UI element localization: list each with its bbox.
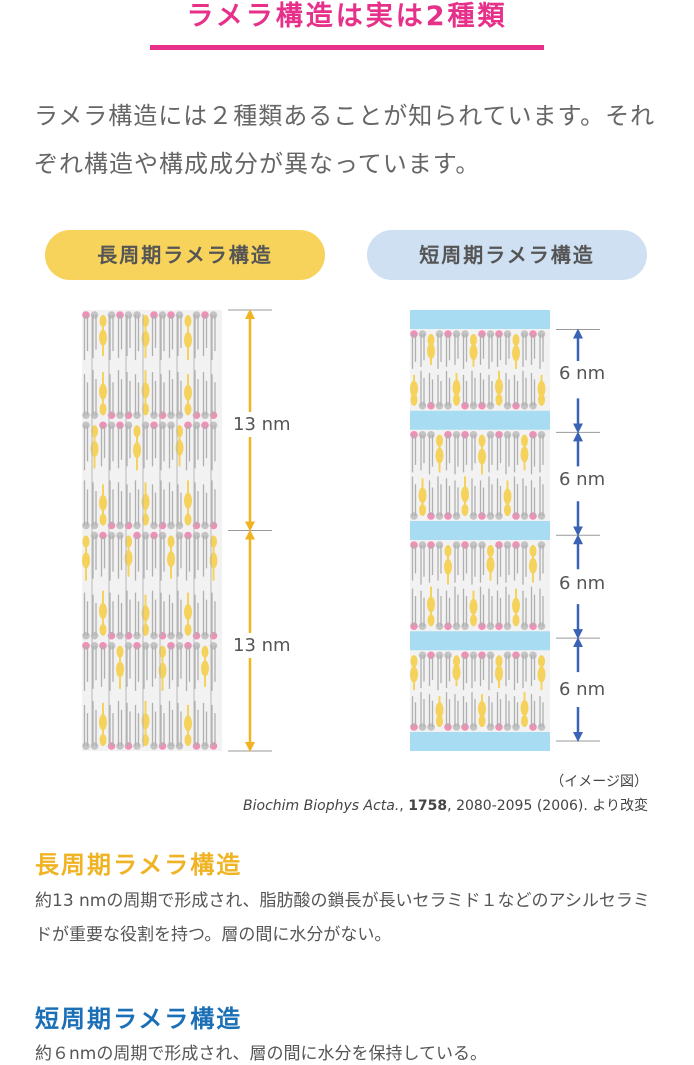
citation-volume: 1758 [408, 798, 448, 814]
lamella-diagram: 13 nm 13 nm 6 nm 6 nm 6 nm 6 nm [0, 300, 694, 760]
short-period-heading: 短周期ラメラ構造 [35, 1005, 243, 1033]
figure-citation: Biochim Biophys Acta., 1758, 2080-2095 (… [243, 798, 648, 814]
page-title: ラメラ構造は実は2種類 [186, 1, 508, 32]
citation-journal: Biochim Biophys Acta. [243, 798, 400, 814]
short-period-badge: 短周期ラメラ構造 [367, 230, 647, 280]
long-period-badge: 長周期ラメラ構造 [45, 230, 325, 280]
short-dimension-arrows [556, 328, 600, 742]
short-dimension-label-1: 6 nm [559, 361, 606, 386]
short-period-description: 約６nmの周期で形成され、層の間に水分を保持している。 [35, 1044, 487, 1064]
figure-caption-note: （イメージ図） [550, 774, 648, 790]
short-lamella-lipids [410, 330, 546, 731]
lamella-diagram-svg [82, 309, 600, 752]
long-lamella-lipids [82, 311, 218, 750]
title-underline [150, 45, 544, 50]
short-dimension-label-3: 6 nm [559, 571, 606, 596]
short-dimension-label-2: 6 nm [559, 467, 606, 492]
long-period-heading: 長周期ラメラ構造 [35, 851, 243, 879]
long-dimension-label-1: 13 nm [233, 412, 291, 437]
intro-text: ラメラ構造には２種類あることが知られています。それぞれ構造や構成成分が異なってい… [34, 102, 656, 178]
citation-pages: 2080-2095 (2006). より改変 [456, 798, 648, 814]
long-dimension-label-2: 13 nm [233, 633, 291, 658]
long-period-description: 約13 nmの周期で形成され、脂肪酸の鎖長が長いセラミド１などのアシルセラミドが… [35, 891, 650, 945]
short-dimension-label-4: 6 nm [559, 677, 606, 702]
long-dimension-arrows [228, 309, 272, 752]
